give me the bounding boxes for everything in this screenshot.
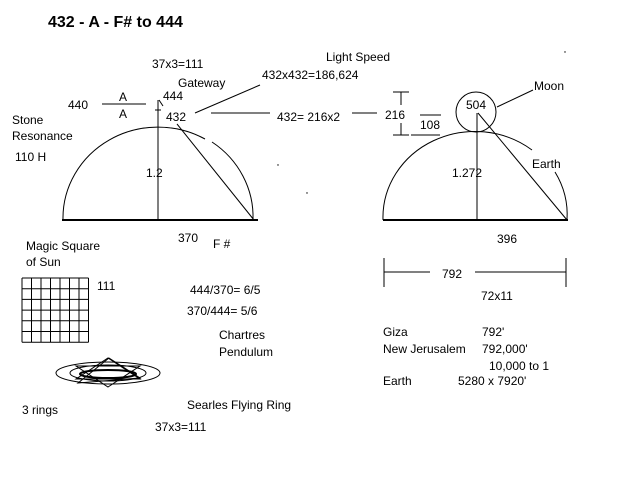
right-dome-arc-right	[554, 171, 568, 221]
magic-square-label: Magic Square	[26, 239, 100, 253]
chartres-label: Chartres	[219, 328, 265, 342]
value-504: 504	[466, 98, 486, 112]
flying-ring-drawing	[55, 357, 161, 388]
pendulum-label: Pendulum	[219, 345, 273, 359]
moon-circle	[455, 91, 497, 133]
f-sharp-label: F #	[213, 237, 231, 251]
magic-sum: 111	[97, 279, 116, 293]
fact-value: 10,000 to 1	[489, 359, 549, 373]
outer-ring	[55, 361, 161, 385]
value-108: 108	[420, 118, 440, 132]
hexagram-triangle	[76, 357, 142, 384]
inner-ring	[79, 369, 137, 379]
note-a-bottom: A	[119, 107, 127, 121]
left-dome-arc-right	[211, 141, 254, 221]
dot	[306, 192, 308, 194]
axis-tick	[158, 99, 164, 107]
light-calc: 432x432=186,624	[262, 68, 359, 82]
light-speed-pointer	[194, 84, 261, 114]
moon-label: Moon	[534, 79, 564, 93]
fact-value: 792'	[482, 325, 504, 339]
earth-label: Earth	[532, 157, 561, 171]
moon-pointer	[496, 89, 534, 108]
lower-section: Magic Square of Sun 111 444/370= 6/5 370…	[21, 239, 291, 434]
left-dome-arc	[62, 126, 206, 221]
fact-value: 792,000'	[482, 342, 528, 356]
bottom-equation: 37x3=111	[155, 420, 207, 434]
dot	[564, 51, 566, 53]
fact-label: Earth	[383, 374, 412, 388]
stone-label: Stone	[12, 113, 44, 127]
value-216: 216	[385, 108, 405, 122]
gateway-label: Gateway	[178, 76, 225, 90]
value-432: 432	[166, 110, 186, 124]
right-dome-diagonal	[477, 112, 568, 221]
light-speed-label: Light Speed	[326, 50, 390, 64]
resonance-label: Resonance	[12, 129, 73, 143]
half-label: 432= 216x2	[277, 110, 340, 124]
dot	[277, 164, 279, 166]
rings-label: 3 rings	[22, 403, 58, 417]
note-a-top: A	[119, 90, 127, 104]
right-dome-arc	[382, 130, 533, 221]
left-dome-diagonal	[176, 123, 255, 221]
factor-72x11: 72x11	[481, 289, 513, 303]
magic-square-label-2: of Sun	[26, 255, 61, 269]
fact-label: New Jerusalem	[383, 342, 466, 356]
left-dome: 37x3=111 Gateway 432x432=186,624 Light S…	[12, 50, 390, 251]
magic-square-grid	[21, 277, 89, 343]
hz-label: 110 H	[15, 150, 46, 164]
right-height: 1.272	[452, 166, 482, 180]
ratio-1: 444/370= 6/5	[190, 283, 261, 297]
right-base: 396	[497, 232, 517, 246]
fact-label: Giza	[383, 325, 408, 339]
searles-label: Searles Flying Ring	[187, 398, 291, 412]
value-440: 440	[68, 98, 88, 112]
right-dome: 216 108 504 Moon Earth 1.272 396 792 72x…	[352, 79, 568, 303]
value-444: 444	[163, 89, 183, 103]
fact-value: 5280 x 7920'	[458, 374, 526, 388]
top-equation: 37x3=111	[152, 57, 204, 71]
facts-list: Giza 792' New Jerusalem 792,000' 10,000 …	[383, 325, 549, 388]
hexagram-triangle-down	[74, 365, 142, 388]
width-792: 792	[442, 267, 462, 281]
ratio-2: 370/444= 5/6	[187, 304, 258, 318]
title: 432 - A - F# to 444	[48, 14, 183, 31]
hexagram-triangle-up	[74, 357, 142, 380]
left-height: 1.2	[146, 166, 163, 180]
left-base: 370	[178, 231, 198, 245]
